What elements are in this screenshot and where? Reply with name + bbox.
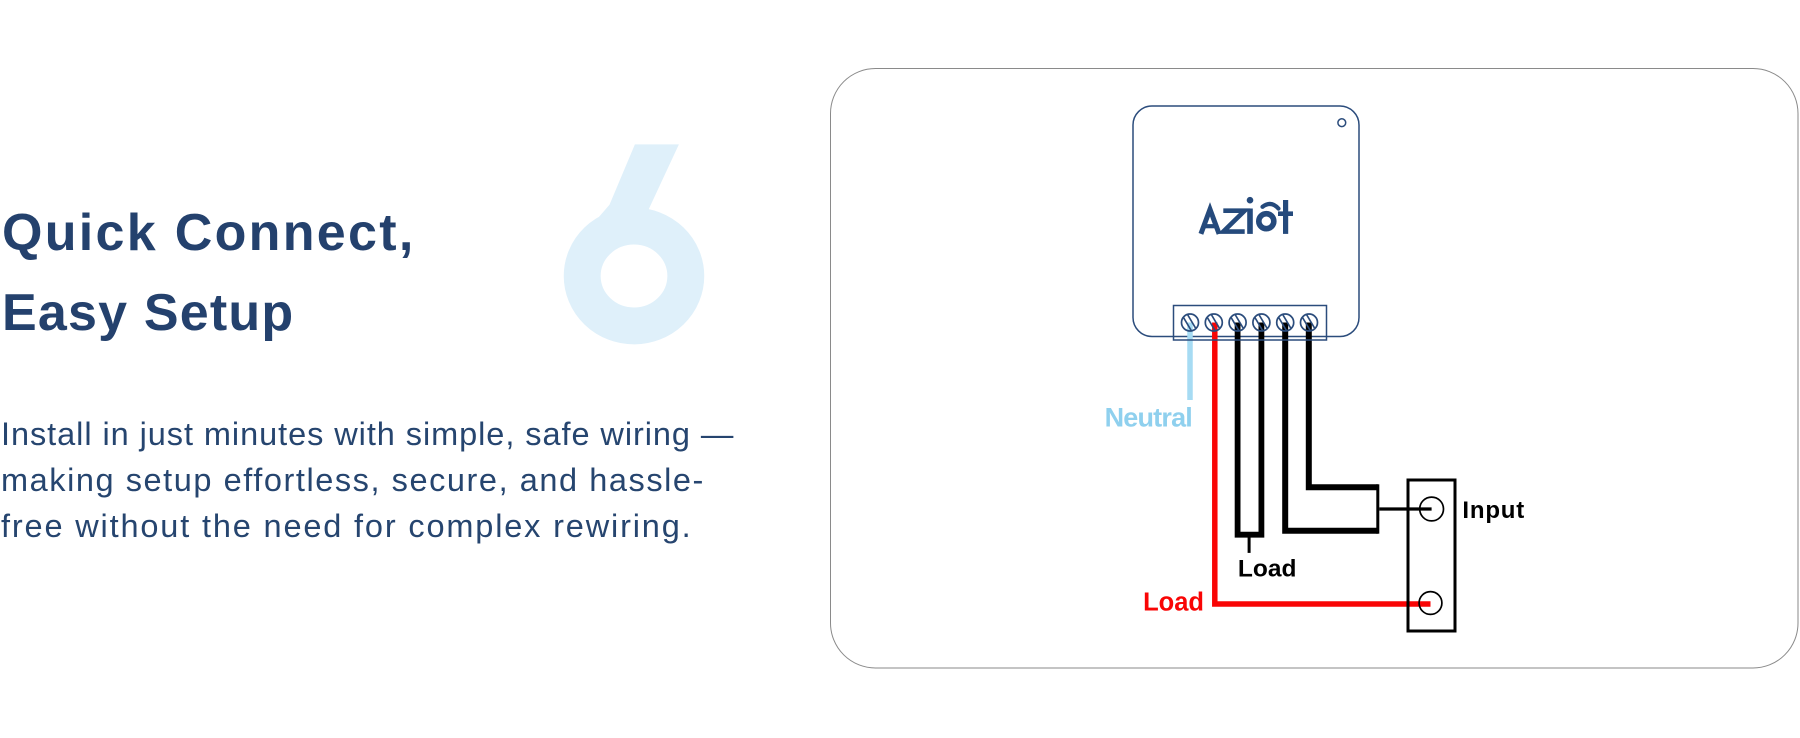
- svg-text:Load: Load: [1143, 589, 1204, 617]
- svg-text:Neutral: Neutral: [1105, 403, 1192, 433]
- svg-text:Input: Input: [1462, 497, 1525, 524]
- svg-text:Load: Load: [1238, 556, 1297, 583]
